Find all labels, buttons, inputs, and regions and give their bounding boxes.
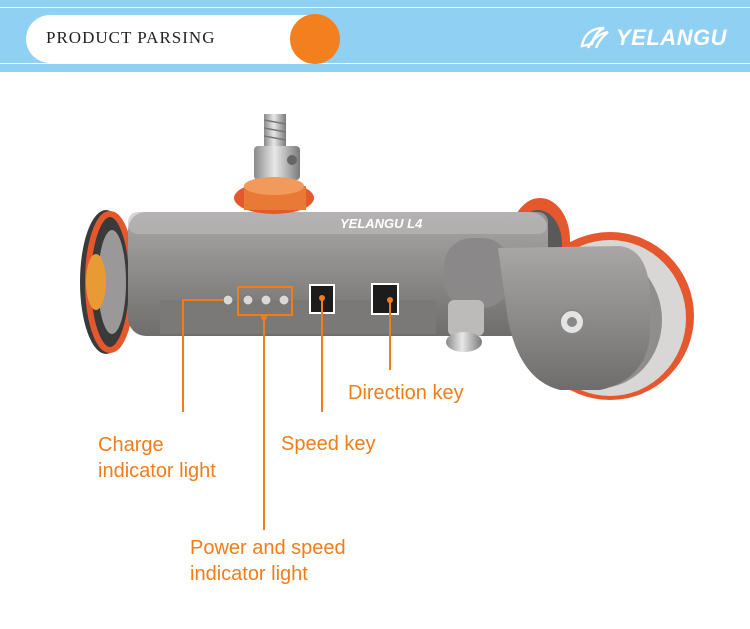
power-speed-label-line1: Power and speed <box>190 537 346 559</box>
brand-logo: YELANGU <box>578 22 727 54</box>
front-right-wheel <box>444 232 694 400</box>
motorized-dolly-illustration: YELANGU L4 <box>80 114 694 412</box>
yelangu-logo-icon <box>580 26 609 49</box>
page-title: PRODUCT PARSING <box>46 28 216 47</box>
brand-name: YELANGU <box>616 25 728 50</box>
charge-indicator-label-line1: Charge <box>98 434 164 456</box>
body-engraving: YELANGU L4 <box>340 216 423 231</box>
direction-key-label: Direction key <box>348 382 464 404</box>
left-wheel <box>80 210 135 354</box>
speed-key-label: Speed key <box>281 433 376 455</box>
power-leader-node <box>261 314 267 320</box>
banner-bottom-line <box>0 63 750 64</box>
banner-top-line <box>0 7 750 8</box>
power-speed-label-line2: indicator light <box>190 563 308 585</box>
orange-dot <box>290 14 340 64</box>
mount-knob <box>234 114 314 214</box>
power-leader-line <box>263 316 265 530</box>
title-pill <box>26 15 338 63</box>
charge-indicator-label-line2: indicator light <box>98 460 216 482</box>
